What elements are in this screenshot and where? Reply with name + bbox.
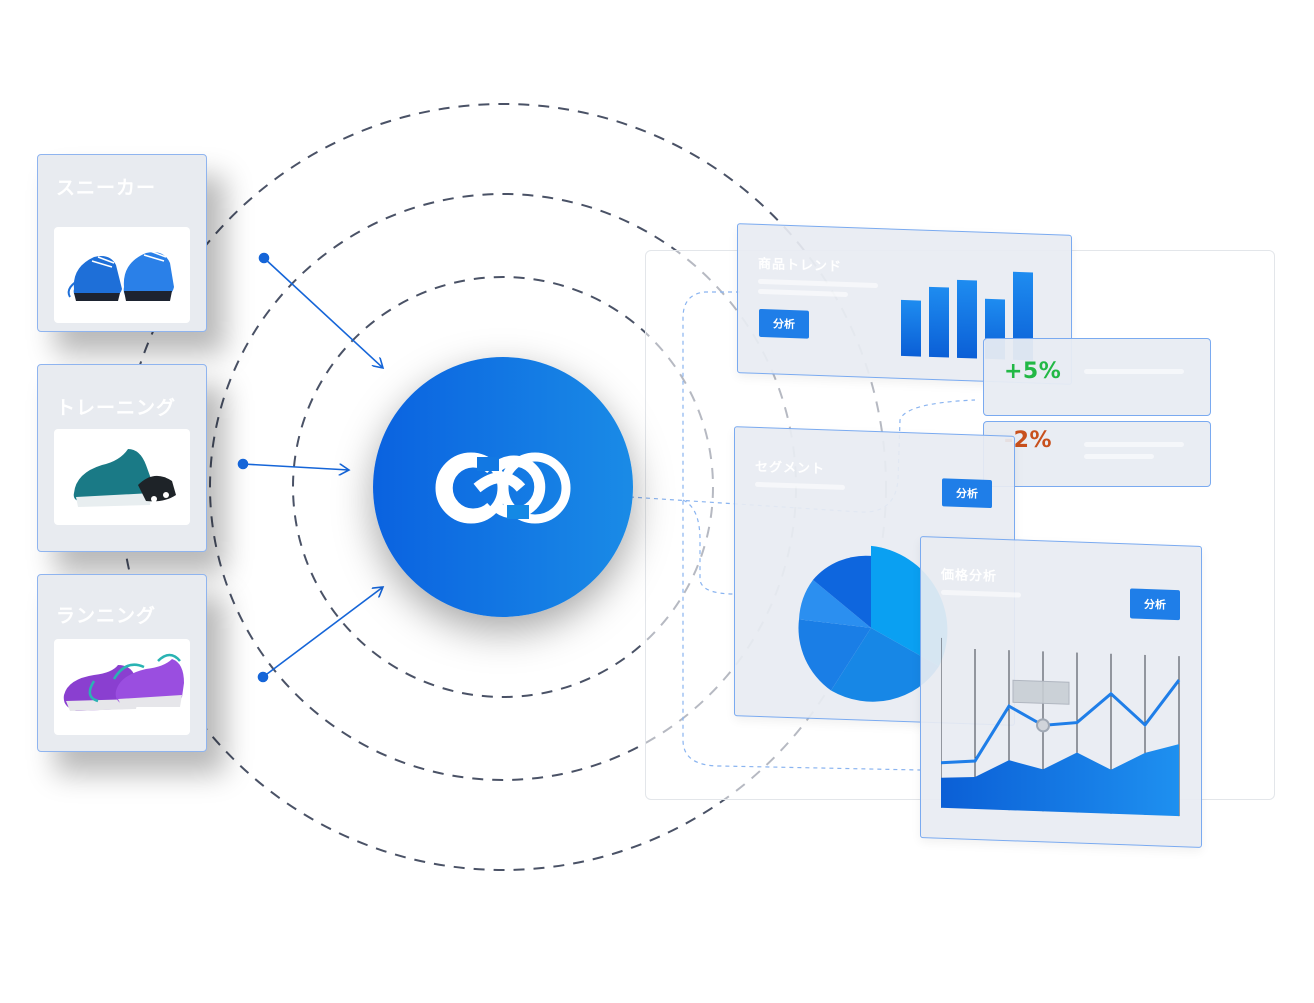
category-label: ランニング [56,605,157,627]
category-card-training[interactable]: トレーニング [37,364,207,552]
running-shoe-photo [54,639,190,735]
analyze-button[interactable]: 分析 [1130,588,1180,621]
stat-value: +5% [1004,359,1062,384]
category-card-running[interactable]: ランニング [37,574,207,752]
central-hub[interactable] [373,357,633,617]
arrow-running [262,587,383,678]
arrow-training [242,463,349,470]
stat-card-up: +5% [983,338,1211,416]
stat-card-down: -2% [983,421,1211,487]
category-label: トレーニング [56,397,177,419]
analyze-button[interactable]: 分析 [942,478,992,509]
panel-title: セグメント [755,459,826,478]
price-line-chart [941,637,1181,817]
bar [929,286,949,358]
price-panel: 価格分析 分析 [920,536,1202,848]
panel-title: 商品トレンド [758,256,843,275]
bar [957,279,977,359]
segment-pie-chart [798,545,948,702]
infinity-link-logo-icon [435,452,571,524]
category-card-sneaker[interactable]: スニーカー [37,154,207,332]
bar [901,299,921,357]
category-label: スニーカー [56,177,157,199]
sneaker-photo [54,227,190,323]
segment-panel: セグメント 分析 [734,426,1015,726]
analyze-button[interactable]: 分析 [759,308,809,339]
panel-title: 価格分析 [941,567,998,585]
arrow-sneaker [263,257,383,368]
training-shoe-photo [54,429,190,525]
